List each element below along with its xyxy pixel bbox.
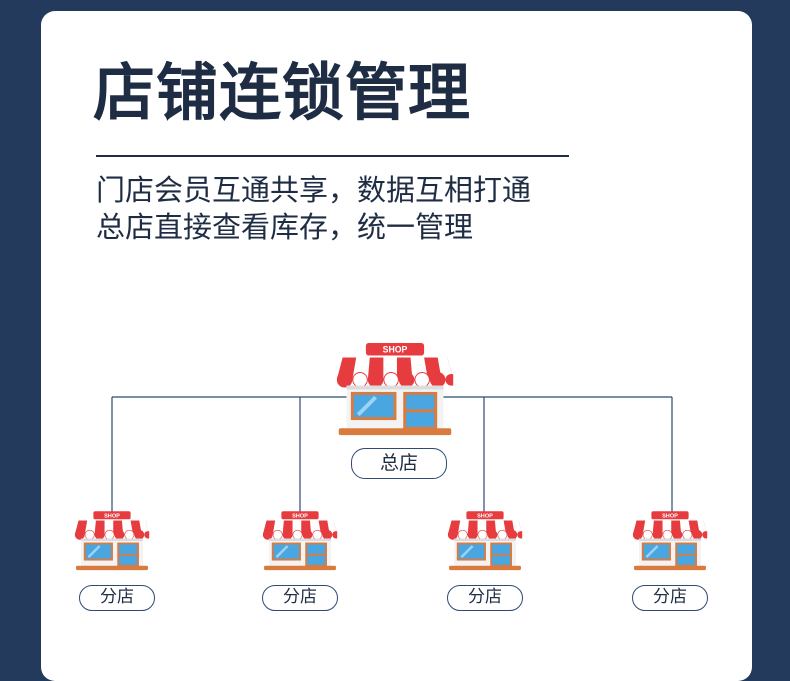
subtitle-line-2: 总店直接查看库存，统一管理: [96, 210, 474, 244]
hq-shop-sign: SHOP: [383, 345, 408, 355]
headquarters-label: 总店: [351, 448, 447, 479]
branch-shop-icon-4: SHOP: [631, 510, 709, 572]
branch-label-4: 分店: [632, 585, 708, 611]
subtitle-line-1: 门店会员互通共享，数据互相打通: [96, 173, 532, 207]
branch-label-1: 分店: [79, 585, 155, 611]
branch-shop-sign-1: SHOP: [104, 513, 120, 519]
branch-label-2: 分店: [262, 585, 338, 611]
title-divider: [96, 155, 569, 157]
branch-shop-icon-1: SHOP: [73, 510, 151, 572]
branch-label-3: 分店: [447, 585, 523, 611]
branch-shop-sign-4: SHOP: [662, 513, 678, 519]
branch-shop-sign-3: SHOP: [477, 513, 493, 519]
branch-shop-icon-3: SHOP: [446, 510, 524, 572]
headquarters-shop-icon: SHOP: [334, 341, 456, 438]
page-title: 店铺连锁管理: [93, 56, 472, 129]
branch-shop-icon-2: SHOP: [261, 510, 339, 572]
branch-shop-sign-2: SHOP: [292, 513, 308, 519]
